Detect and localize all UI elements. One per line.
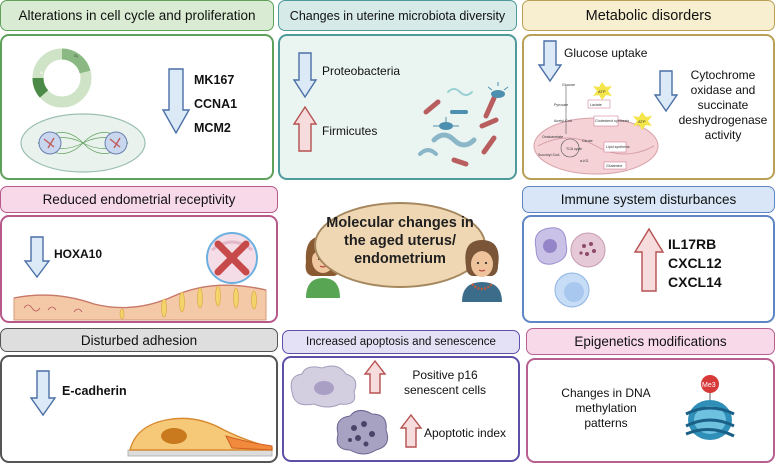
apoptotic-cell-icon	[336, 410, 389, 455]
akg-text: α-KG	[580, 159, 589, 163]
up-arrow-icon	[292, 105, 318, 152]
glucose-text: Glucose	[562, 83, 575, 87]
header-cell-cycle: Alterations in cell cycle and proliferat…	[0, 0, 274, 31]
header-apoptosis-text: Increased apoptosis and senescence	[306, 336, 496, 348]
panel-microbiota	[278, 34, 517, 180]
down-arrow-icon	[29, 370, 57, 417]
svg-text:ATP: ATP	[598, 89, 606, 94]
header-adhesion-text: Disturbed adhesion	[80, 332, 198, 348]
nucleosome-icon: Me3	[685, 375, 735, 440]
panel-adhesion	[0, 355, 278, 463]
down-arrow-icon	[292, 52, 318, 99]
header-apoptosis: Increased apoptosis and senescence	[282, 330, 520, 354]
apoptotic-index-label: Apoptotic index	[424, 426, 507, 440]
panel-epigenetics	[526, 358, 775, 463]
proteobacteria-label: Proteobacteria	[322, 64, 401, 78]
firmicutes-label: Firmicutes	[322, 124, 378, 138]
dna-methylation-label: Changes in DNA methylation patterns	[561, 386, 651, 430]
header-receptivity: Reduced endometrial receptivity	[0, 186, 278, 213]
oxaloacetate-text: Oxaloacetate	[542, 135, 563, 139]
header-epigenetics: Epigenetics modifications	[526, 328, 775, 355]
panel-cell-cycle	[0, 34, 274, 180]
header-microbiota: Changes in uterine microbiota diversity	[278, 0, 517, 31]
down-arrow-icon	[161, 68, 191, 135]
immune-gene-1: IL17RB	[668, 236, 717, 252]
glutamine-text: Glutamine	[606, 164, 622, 168]
pyruvate-text: Pyruvate	[554, 103, 568, 107]
endometrium-tissue-icon	[13, 284, 267, 321]
tca-text: TCA cycle	[566, 147, 582, 151]
svg-text:G₁: G₁	[74, 53, 79, 58]
header-immune-text: Immune system disturbances	[560, 192, 737, 207]
p16-label: Positive p16 senescent cells	[403, 368, 487, 397]
header-cell-cycle-text: Alterations in cell cycle and proliferat…	[18, 8, 256, 23]
header-microbiota-text: Changes in uterine microbiota diversity	[289, 8, 506, 23]
senescent-cell-icon	[290, 365, 357, 408]
down-arrow-icon	[653, 70, 679, 113]
header-receptivity-text: Reduced endometrial receptivity	[42, 192, 236, 207]
hoxa10-label: HOXA10	[54, 247, 103, 261]
header-epigenetics-text: Epigenetics modifications	[574, 334, 727, 349]
me3-marker: Me3	[702, 382, 716, 389]
cell-cycle-gene-1: MK167	[194, 73, 235, 87]
mitosis-cell-icon	[20, 113, 146, 173]
up-arrow-icon	[399, 413, 423, 448]
down-arrow-icon	[23, 236, 51, 279]
up-arrow-icon	[363, 359, 387, 394]
bacteria-icon	[418, 82, 509, 167]
panel-immune	[522, 215, 775, 323]
header-metabolic-text: Metabolic disorders	[585, 7, 712, 24]
metabolism-diagram: ATP ATP Glucose Pyruvate Lactate Acetyl-…	[533, 82, 659, 175]
citrate-text: Citrate	[582, 139, 593, 143]
svg-text:M: M	[40, 70, 43, 75]
immune-gene-2: CXCL12	[668, 255, 722, 271]
adherent-cell-icon	[127, 417, 273, 457]
center-title: Molecular changes in the aged uterus/ en…	[326, 215, 474, 267]
panel-apoptosis	[282, 356, 520, 462]
header-immune: Immune system disturbances	[522, 186, 775, 213]
header-metabolic: Metabolic disorders	[522, 0, 775, 31]
immune-gene-3: CXCL14	[668, 274, 722, 290]
cell-cycle-gene-3: MCM2	[194, 121, 231, 135]
glucose-uptake-label: Glucose uptake	[564, 46, 648, 60]
acetyl-text: Acetyl-CoA	[554, 119, 573, 123]
cell-cycle-gene-2: CCNA1	[194, 97, 238, 111]
panel-metabolic	[522, 34, 775, 180]
lipid-text: Lipid synthesis	[606, 145, 630, 149]
down-arrow-icon	[537, 40, 563, 83]
cholesterol-text: Cholesterol synthesis	[595, 119, 629, 123]
blastocyst-rejected-icon	[206, 232, 258, 284]
immune-cells-icon	[534, 227, 606, 308]
center-oval	[314, 202, 486, 288]
up-arrow-icon	[633, 227, 665, 292]
header-adhesion: Disturbed adhesion	[0, 328, 278, 352]
cytochrome-label: Cytochrome oxidase and succinate deshydr…	[678, 68, 768, 142]
lactate-text: Lactate	[590, 103, 602, 107]
svg-text:ATP: ATP	[638, 119, 646, 124]
succinyl-text: Succinyl-CoA	[538, 153, 560, 157]
cell-cycle-diagram: G₁ M	[32, 48, 92, 108]
e-cadherin-label: E-cadherin	[62, 384, 127, 398]
woman-aged-icon	[462, 240, 502, 302]
panel-receptivity	[0, 215, 278, 323]
